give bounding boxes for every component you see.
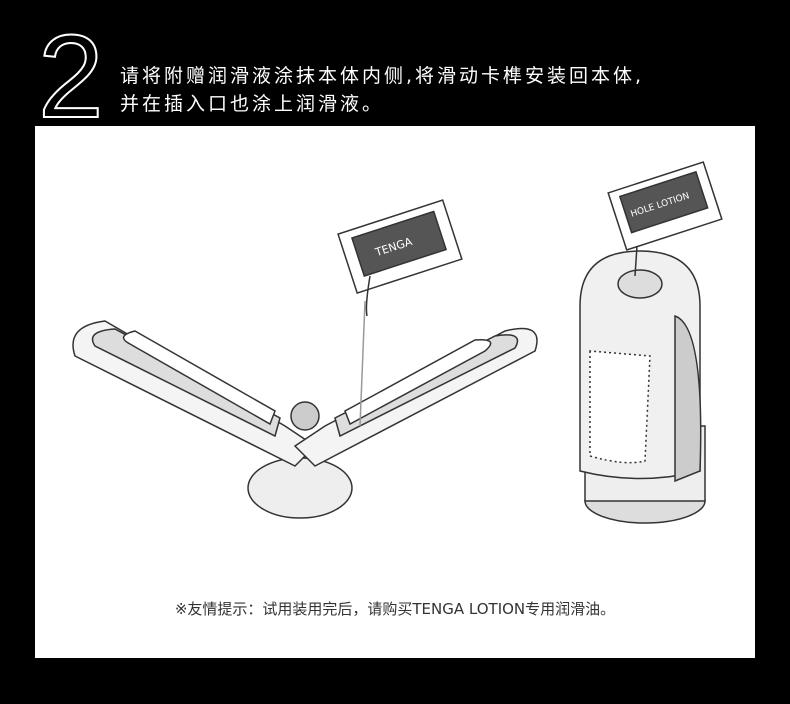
- closed-device-illustration: [579, 250, 706, 524]
- lotion-drop-right: [634, 245, 638, 277]
- illustration-panel: TENGA HOLE LOTION ※友情提示：试用装用完后，请购买TENGA …: [35, 126, 755, 658]
- instruction-line-1: 请将附赠润滑液涂抹本体内侧,将滑动卡榫安装回本体,: [120, 65, 645, 87]
- instruction-text: 请将附赠润滑液涂抹本体内侧,将滑动卡榫安装回本体, 并在插入口也涂上润滑液。: [120, 62, 644, 118]
- step-number: 2: [37, 11, 105, 143]
- instruction-line-2: 并在插入口也涂上润滑液。: [120, 93, 385, 115]
- tip-note: ※友情提示：试用装用完后，请购买TENGA LOTION专用润滑油。: [174, 600, 616, 618]
- lotion-drop: [365, 275, 371, 317]
- lotion-packet-left: TENGA: [337, 199, 463, 295]
- opened-device-illustration: [72, 320, 538, 519]
- lotion-packet-right: HOLE LOTION: [607, 161, 723, 251]
- illustration: TENGA HOLE LOTION: [72, 161, 723, 524]
